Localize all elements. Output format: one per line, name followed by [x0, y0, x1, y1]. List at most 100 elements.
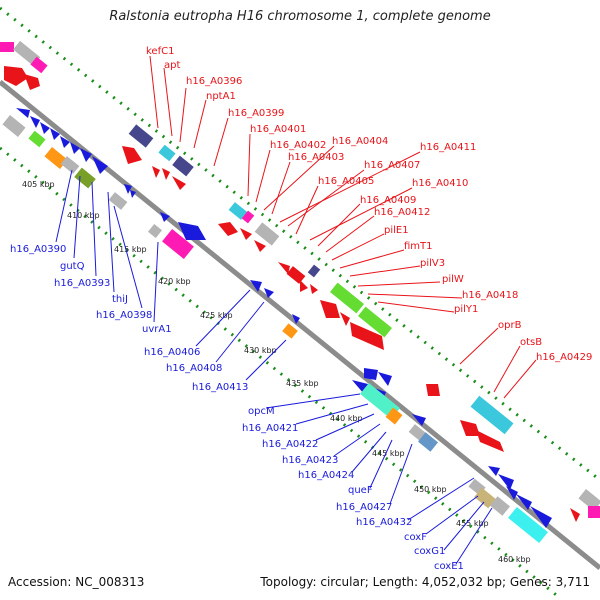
gene-label[interactable]: pilV3	[420, 258, 445, 269]
gene-arrow[interactable]	[130, 190, 136, 198]
gene-label[interactable]: uvrA1	[142, 324, 172, 335]
gene-arrow[interactable]	[30, 116, 40, 128]
gene-label[interactable]: fimT1	[404, 241, 433, 252]
gene-label[interactable]: apt	[164, 60, 180, 71]
gene-label[interactable]: thiJ	[112, 294, 128, 305]
gene-label[interactable]: h16_A0424	[298, 470, 354, 481]
gene-label[interactable]: h16_A0429	[536, 352, 592, 363]
gene-arrow[interactable]	[264, 288, 274, 298]
gene-box[interactable]	[0, 42, 14, 52]
gene-arrow[interactable]	[16, 108, 30, 118]
gene-arrow[interactable]	[160, 212, 170, 222]
gene-arrow[interactable]	[80, 148, 92, 162]
gene-label[interactable]: h16_A0390	[10, 244, 66, 255]
gene-label[interactable]: h16_A0403	[288, 152, 344, 163]
gene-arrow[interactable]	[70, 142, 80, 154]
gene-box[interactable]	[13, 40, 41, 66]
gene-label[interactable]: otsB	[520, 337, 542, 348]
gene-box[interactable]	[360, 382, 400, 420]
gene-arrow[interactable]	[530, 506, 552, 528]
gene-arrow[interactable]	[240, 228, 252, 240]
gene-label[interactable]: h16_A0409	[360, 195, 416, 206]
gene-box[interactable]	[307, 264, 321, 278]
gene-box[interactable]	[74, 167, 96, 189]
gene-label[interactable]: h16_A0421	[242, 423, 298, 434]
gene-label[interactable]: kefC1	[146, 46, 174, 57]
gene-arrow[interactable]	[476, 430, 504, 452]
gene-arrow[interactable]	[320, 300, 340, 318]
gene-arrow[interactable]	[254, 240, 266, 252]
gene-label[interactable]: oprB	[498, 320, 522, 331]
gene-arrow[interactable]	[364, 368, 378, 380]
gene-arrow[interactable]	[412, 414, 426, 426]
gene-arrow[interactable]	[488, 466, 500, 476]
gene-box[interactable]	[158, 144, 176, 162]
gene-box[interactable]	[228, 202, 248, 220]
gene-label[interactable]: h16_A0410	[412, 178, 468, 189]
gene-box[interactable]	[474, 487, 496, 509]
gene-box[interactable]	[490, 496, 510, 516]
gene-arrow[interactable]	[122, 146, 142, 164]
gene-box[interactable]	[588, 506, 600, 518]
gene-arrow[interactable]	[498, 474, 514, 490]
gene-label[interactable]: queF	[348, 485, 373, 496]
gene-arrow[interactable]	[570, 508, 580, 522]
gene-label[interactable]: opcM	[248, 406, 275, 417]
gene-label[interactable]: h16_A0405	[318, 176, 374, 187]
gene-label[interactable]: nptA1	[206, 91, 236, 102]
gene-arrow[interactable]	[350, 322, 384, 350]
gene-arrow[interactable]	[292, 314, 300, 324]
gene-label[interactable]: h16_A0423	[282, 455, 338, 466]
gene-box[interactable]	[282, 323, 298, 339]
gene-label[interactable]: pilE1	[384, 225, 409, 236]
gene-arrow[interactable]	[172, 176, 186, 190]
gene-arrow[interactable]	[24, 74, 40, 90]
gene-box[interactable]	[358, 306, 392, 338]
gene-arrow[interactable]	[516, 494, 532, 510]
gene-label[interactable]: pilY1	[454, 304, 478, 315]
gene-label[interactable]: h16_A0432	[356, 517, 412, 528]
gene-arrow[interactable]	[250, 280, 262, 292]
gene-box[interactable]	[172, 155, 194, 177]
gene-label[interactable]: h16_A0406	[144, 347, 200, 358]
gene-box[interactable]	[147, 223, 163, 239]
gene-label[interactable]: h16_A0422	[262, 439, 318, 450]
gene-box[interactable]	[162, 228, 194, 260]
gene-box[interactable]	[28, 130, 46, 148]
gene-label[interactable]: h16_A0411	[420, 142, 476, 153]
gene-label[interactable]: h16_A0407	[364, 160, 420, 171]
gene-arrow[interactable]	[506, 486, 518, 500]
gene-arrow[interactable]	[460, 420, 480, 436]
gene-arrow[interactable]	[162, 168, 170, 180]
gene-label[interactable]: h16_A0427	[336, 502, 392, 513]
gene-label[interactable]: h16_A0408	[166, 363, 222, 374]
gene-box[interactable]	[60, 156, 80, 174]
gene-label[interactable]: h16_A0396	[186, 76, 242, 87]
gene-arrow[interactable]	[426, 384, 440, 396]
gene-box[interactable]	[108, 192, 128, 210]
gene-label[interactable]: h16_A0398	[96, 310, 152, 321]
gene-arrow[interactable]	[60, 136, 70, 148]
gene-box[interactable]	[30, 56, 48, 74]
gene-box[interactable]	[508, 506, 548, 544]
gene-arrow[interactable]	[50, 128, 60, 140]
gene-box[interactable]	[254, 222, 280, 246]
gene-label[interactable]: pilW	[442, 274, 464, 285]
gene-label[interactable]: h16_A0399	[228, 108, 284, 119]
gene-label[interactable]: coxF	[404, 532, 427, 543]
gene-arrow[interactable]	[4, 66, 28, 86]
gene-box[interactable]	[418, 432, 438, 452]
gene-label[interactable]: h16_A0402	[270, 140, 326, 151]
gene-label[interactable]: h16_A0418	[462, 290, 518, 301]
gene-box[interactable]	[385, 407, 403, 425]
gene-box[interactable]	[241, 210, 255, 224]
gene-arrow[interactable]	[310, 284, 318, 294]
gene-label[interactable]: h16_A0404	[332, 136, 388, 147]
gene-box[interactable]	[2, 115, 26, 137]
gene-arrow[interactable]	[124, 184, 132, 194]
gene-arrow[interactable]	[378, 372, 392, 386]
gene-box[interactable]	[470, 395, 514, 435]
gene-label[interactable]: h16_A0401	[250, 124, 306, 135]
gene-box[interactable]	[128, 124, 154, 148]
gene-arrow[interactable]	[340, 312, 350, 326]
